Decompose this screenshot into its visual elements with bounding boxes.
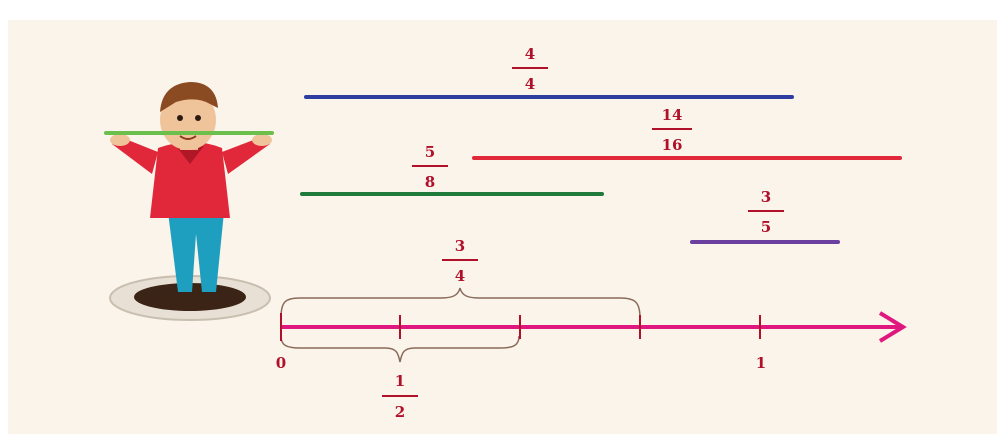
fraction-label-3-4: 3 4 [442,237,478,285]
arrow-head-icon [878,311,907,343]
denominator: 16 [662,136,683,154]
boy-illustration [109,82,272,321]
brace-one-half [280,335,520,363]
label-one: 1 [756,354,766,372]
denominator: 8 [425,173,435,191]
label-zero: 0 [276,354,286,372]
denominator: 2 [395,403,405,421]
numerator: 4 [525,45,535,63]
numerator: 1 [395,372,405,390]
number-line: 0 1 [276,311,907,372]
denominator: 4 [525,75,535,93]
denominator: 5 [761,218,771,236]
numerator: 3 [761,188,771,206]
numerator: 3 [455,237,465,255]
fraction-label-3-5: 3 5 [748,188,784,236]
brace-three-fourths [280,287,641,319]
fraction-label-14-16: 14 16 [652,106,692,154]
fraction-label-1-2: 1 2 [382,372,418,421]
fraction-label-5-8: 5 8 [412,143,448,191]
numerator: 5 [425,143,435,161]
fraction-label-4-4: 4 4 [512,45,548,93]
denominator: 4 [455,267,465,285]
numerator: 14 [662,106,683,124]
